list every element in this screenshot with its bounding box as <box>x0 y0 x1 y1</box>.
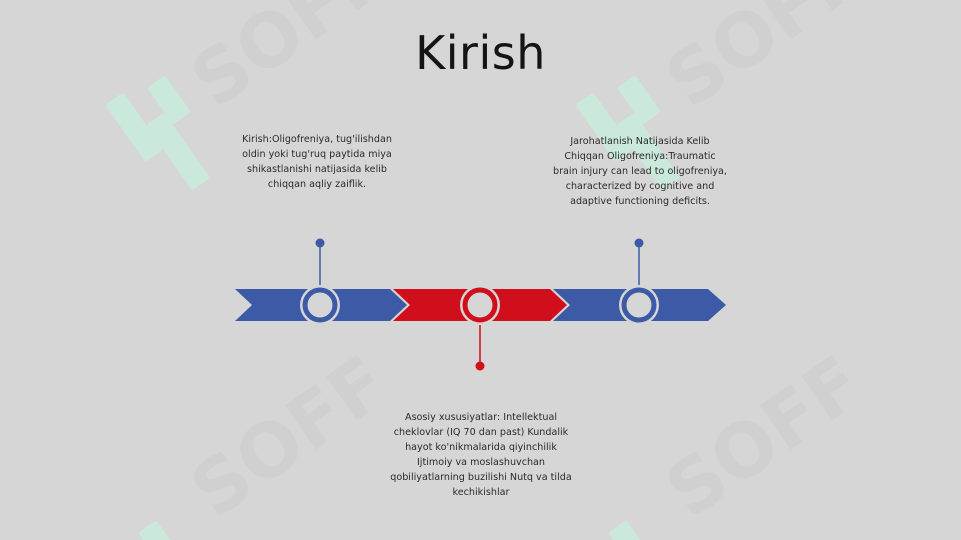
timeline-marker-2 <box>460 285 500 371</box>
timeline-text-2: Asosiy xususiyatlar: Intellektual cheklo… <box>390 412 572 498</box>
timeline-text-1: Kirish:Oligofreniya, tug'ilishdan oldin … <box>242 134 392 190</box>
timeline-text-3: Jarohatlanish Natijasida Kelib Chiqqan O… <box>553 136 727 207</box>
slide-title: Kirish <box>415 26 546 80</box>
timeline-marker-1 <box>300 238 340 325</box>
timeline-marker-3 <box>619 238 659 325</box>
